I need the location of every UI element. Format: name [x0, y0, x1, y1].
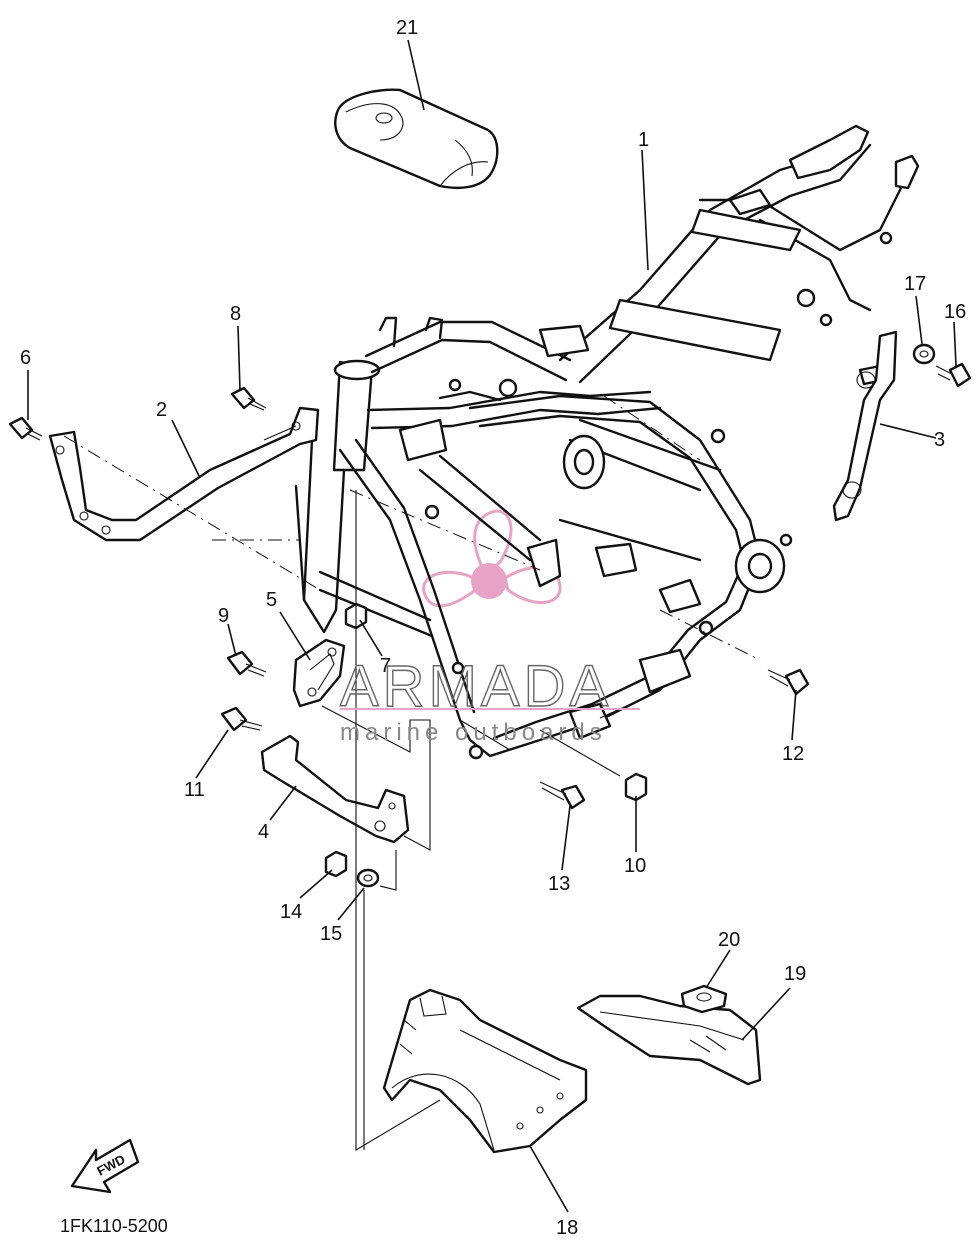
callout-2: 2 [156, 399, 167, 421]
callout-9: 9 [218, 605, 229, 627]
callout-3: 3 [934, 429, 945, 451]
callouts: 21 1 2 3 4 5 6 7 8 9 10 11 12 13 14 15 1… [20, 17, 966, 1239]
callout-15: 15 [320, 923, 342, 945]
part-12-bolt [767, 668, 810, 696]
part-17-washer [912, 343, 936, 365]
part-2-front-bar [48, 406, 320, 542]
callout-18: 18 [556, 1217, 578, 1239]
callout-14: 14 [280, 901, 302, 923]
callout-20: 20 [718, 929, 740, 951]
part-21-cover [334, 88, 499, 189]
part-6-bolt [8, 416, 43, 441]
part-13-bolt [539, 781, 586, 810]
part-1-frame [294, 124, 920, 760]
alignment-lines [63, 395, 761, 661]
watermark-tagline: marine outboards [340, 719, 607, 746]
callout-19: 19 [784, 963, 806, 985]
callout-1: 1 [638, 129, 649, 151]
part-9-bolt [226, 650, 267, 677]
watermark-underline [340, 708, 640, 710]
watermark: ARMADA marine outboards [339, 653, 640, 746]
part-18-lower-cover [382, 988, 588, 1154]
leader-lines [27, 39, 957, 1213]
callout-21: 21 [396, 17, 418, 39]
part-11-bolt [220, 706, 263, 732]
part-3-strut [832, 330, 898, 522]
callout-17: 17 [904, 273, 926, 295]
part-10-nut [624, 772, 648, 802]
part-8-bolt [230, 386, 267, 411]
part-4-bracket-bar [260, 734, 410, 844]
callout-10: 10 [624, 855, 646, 877]
part-20-clip [680, 984, 728, 1014]
callout-12: 12 [782, 743, 804, 765]
callout-11: 11 [184, 779, 205, 801]
callout-6: 6 [20, 347, 31, 369]
callout-8: 8 [230, 303, 241, 325]
part-16-bolt [935, 362, 972, 388]
diagram-code: 1FK110-5200 [60, 1216, 168, 1236]
callout-5: 5 [266, 589, 277, 611]
callout-16: 16 [944, 301, 966, 323]
part-5-plate [292, 638, 346, 708]
callout-4: 4 [258, 821, 269, 843]
callout-7: 7 [380, 655, 391, 677]
part-15-washer [356, 868, 380, 888]
part-19-side-plate [576, 994, 762, 1086]
callout-13: 13 [548, 873, 570, 895]
fwd-arrow: FWD [70, 1138, 140, 1194]
